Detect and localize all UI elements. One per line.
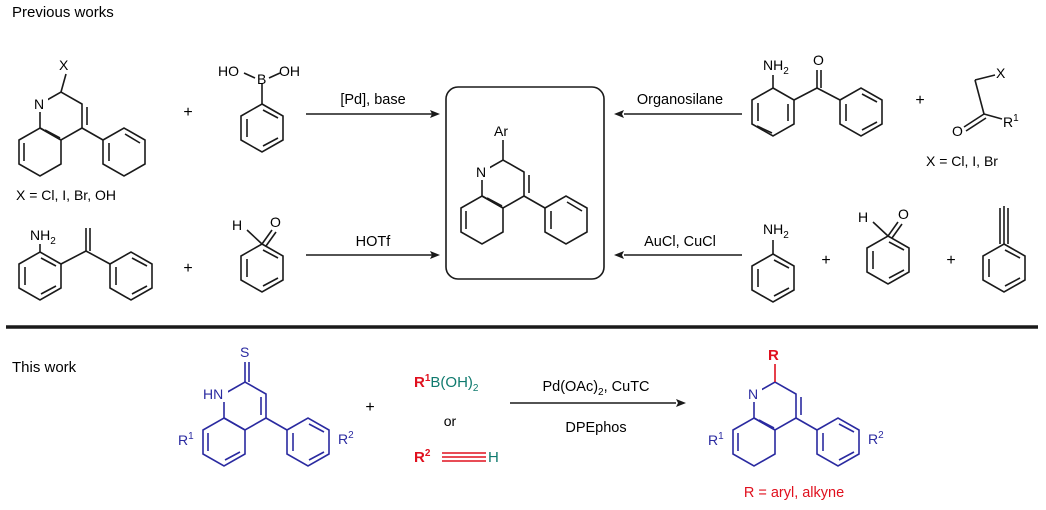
haloketone-structure: [963, 74, 1003, 132]
condition-aucl-cucl: AuCl, CuCl: [644, 234, 716, 250]
atom-nh2-aniline: NH2: [763, 221, 789, 241]
aniline-structure: [751, 240, 795, 303]
plus-6: +: [365, 399, 374, 416]
atom-o-benzaldehyde-left: O: [270, 214, 281, 230]
atom-x-ketone: X: [996, 65, 1006, 81]
phenylacetylene-structure: [982, 206, 1026, 293]
atom-nh2-benzophenone: NH2: [763, 57, 789, 77]
atom-r1-product: R1: [708, 431, 724, 448]
condition-hotf: HOTf: [356, 234, 392, 250]
note-x-cl-i-br: X = Cl, I, Br: [926, 153, 998, 169]
atom-o-ketone: O: [952, 123, 963, 139]
atom-r1-thione: R1: [178, 431, 194, 448]
plus-5: +: [946, 252, 955, 269]
plus-1: +: [183, 104, 192, 121]
atom-o-benzophenone: O: [813, 52, 824, 68]
note-r-aryl-alkyne: R = aryl, alkyne: [744, 485, 844, 501]
this-work-heading: This work: [12, 359, 77, 376]
quinolinethione-structure: [202, 362, 330, 467]
benzaldehyde-structure-left: [240, 229, 284, 293]
atom-s-thione: S: [240, 344, 249, 360]
plus-2: +: [915, 92, 924, 109]
atom-h-benzaldehyde-right: H: [858, 209, 868, 225]
reagent-r1-boronic-acid: R1B(OH)2: [414, 373, 479, 394]
note-x-cl-i-br-oh: X = Cl, I, Br, OH: [16, 187, 116, 203]
atom-ar-product: Ar: [494, 123, 508, 139]
aminobenzophenone-structure: [751, 70, 883, 137]
atom-n-product: N: [476, 164, 486, 180]
atom-b-boronic: B: [257, 71, 266, 87]
atom-o-benzaldehyde-right: O: [898, 206, 909, 222]
product-box: [445, 86, 605, 280]
alkyne-bond: [442, 452, 486, 462]
condition-organosilane: Organosilane: [637, 92, 723, 108]
atom-n-product-this-work: N: [748, 386, 758, 402]
atom-r-product: R: [768, 347, 779, 364]
atom-hn-thione: HN: [203, 386, 223, 402]
previous-works-heading: Previous works: [12, 4, 114, 21]
atom-n-quinoline: N: [34, 96, 44, 112]
atom-nh2-vinylaniline: NH2: [30, 227, 56, 247]
phenylboronic-acid-structure: [240, 72, 284, 153]
product-quinoline-structure: [460, 140, 588, 245]
atom-r2-thione: R2: [338, 430, 354, 447]
atom-oh-boronic: OH: [279, 63, 300, 79]
benzaldehyde-structure-right: [866, 221, 910, 285]
vinylaniline-structure: [18, 228, 153, 301]
condition-pd-base: [Pd], base: [340, 92, 405, 108]
or-label: or: [444, 413, 457, 429]
atom-x-quinoline: X: [59, 57, 69, 73]
atom-r1-ketone: R1: [1003, 113, 1019, 130]
arrows: [306, 110, 742, 407]
atom-r2-alkyne: R2: [414, 448, 431, 466]
product-quinoline-this-work: [732, 381, 860, 467]
atom-h-alkyne: H: [488, 449, 499, 466]
plus-4: +: [821, 252, 830, 269]
haloquinoline-structure: [18, 73, 146, 177]
atom-ho-boronic: HO: [218, 63, 239, 79]
atom-h-benzaldehyde-left: H: [232, 217, 242, 233]
atom-r2-product: R2: [868, 430, 884, 447]
condition-dpephos: DPEphos: [565, 420, 626, 436]
condition-pd-oac-cutc: Pd(OAc)2, CuTC: [542, 379, 649, 398]
plus-3: +: [183, 260, 192, 277]
